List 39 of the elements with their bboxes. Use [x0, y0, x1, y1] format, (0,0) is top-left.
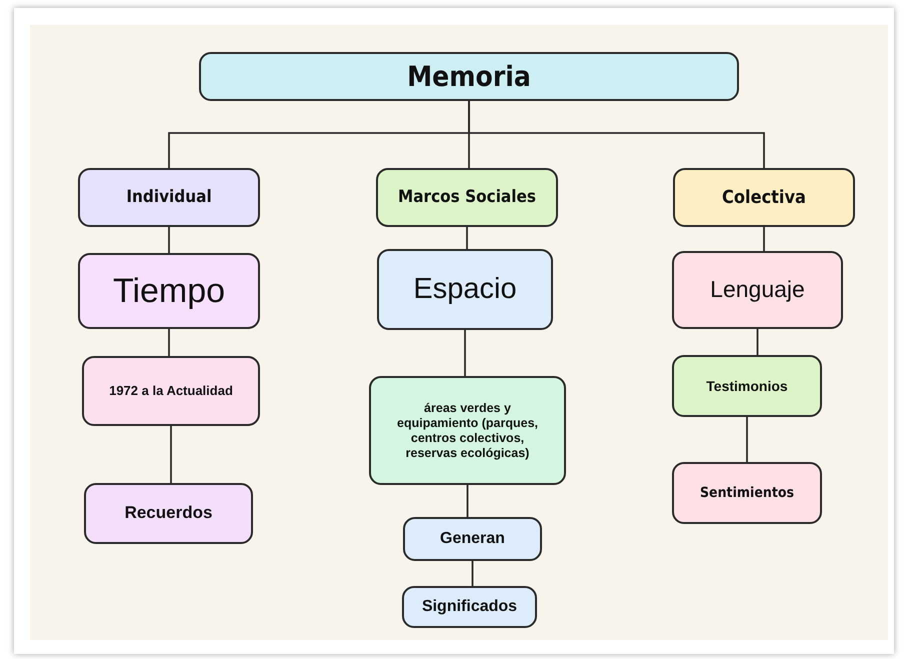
connector-line [168, 329, 170, 356]
concept-box [672, 251, 843, 329]
concept-label: Espacio [413, 272, 517, 307]
concept-label: Significados [422, 597, 518, 617]
concept-label: Sentimientos [700, 484, 794, 502]
connector-line [466, 227, 468, 249]
concept-label: Marcos Sociales [398, 187, 536, 208]
concept-box [369, 376, 566, 485]
concept-label: áreas verdes y equipamiento (parques, centros colectivos, reservas ecológicas) [396, 400, 539, 460]
concept-box [377, 249, 553, 330]
connector-line [466, 485, 468, 517]
concept-box [78, 168, 260, 227]
connector-line [170, 426, 172, 483]
concept-label: Generan [440, 529, 505, 549]
concept-box [672, 462, 822, 524]
concept-label: 1972 a la Actualidad [109, 383, 233, 399]
concept-label: Colectiva [722, 186, 806, 208]
concept-label: Recuerdos [124, 503, 212, 524]
concept-box [82, 356, 260, 426]
connector-line [472, 561, 474, 586]
connector-line [168, 227, 170, 253]
concept-box [376, 168, 558, 227]
concept-box [78, 253, 260, 329]
connector-line [464, 330, 466, 376]
concept-label: Memoria [407, 60, 531, 94]
concept-box [673, 168, 855, 227]
concept-box [199, 52, 739, 101]
concept-label: Tiempo [112, 270, 226, 312]
concept-box [402, 586, 537, 628]
concept-label: Lenguaje [710, 276, 805, 304]
connector-line [756, 329, 758, 355]
connector-line [468, 101, 765, 168]
concept-box [84, 483, 253, 544]
concept-label: Individual [126, 187, 212, 208]
connector-line [746, 417, 748, 462]
concept-box [672, 355, 822, 417]
concept-box [403, 517, 542, 561]
connector-line [763, 227, 765, 251]
concept-label: Testimonios [706, 378, 788, 394]
